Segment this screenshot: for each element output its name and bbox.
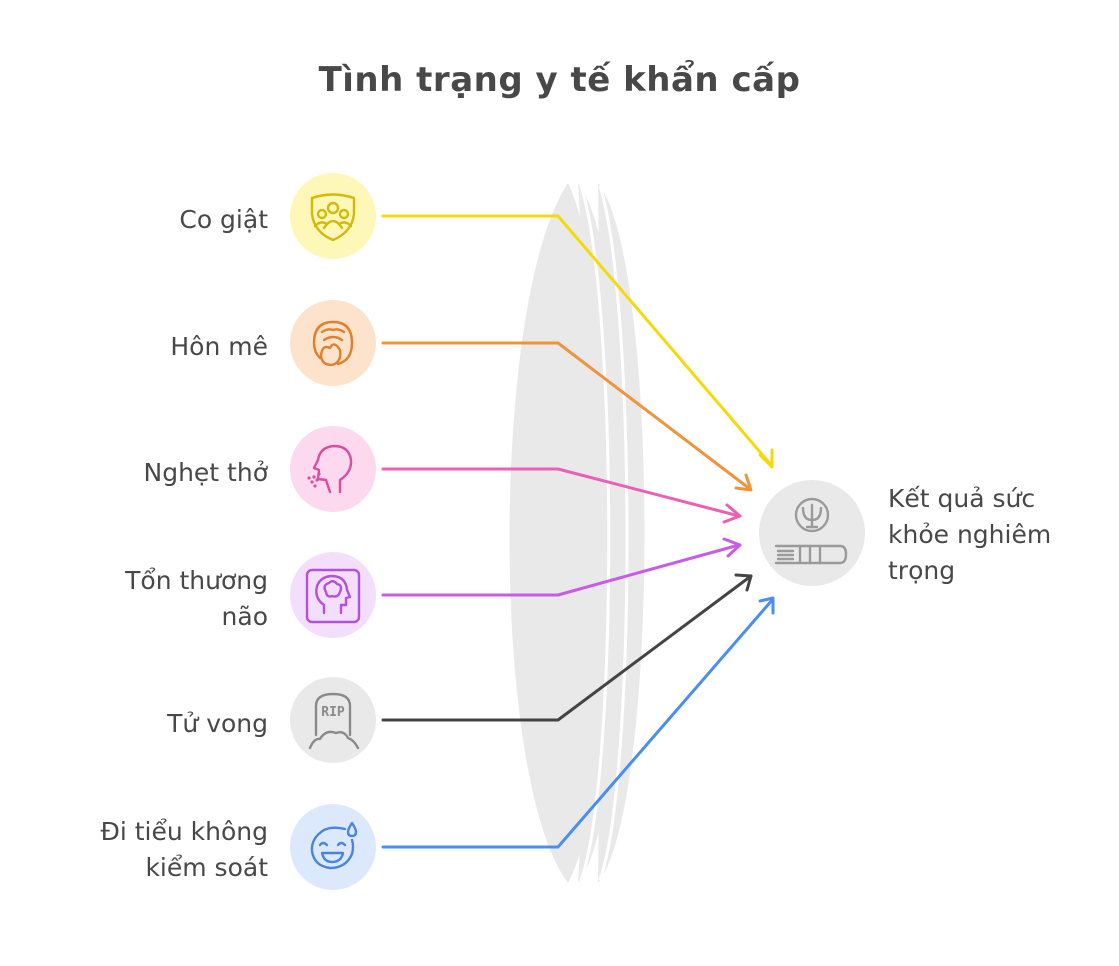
connector-ton-thuong-nao — [381, 543, 741, 597]
result-label-line2: khỏe nghiêm — [888, 520, 1052, 549]
icon-tu-vong: RIP — [290, 677, 376, 763]
connector-tu-vong — [381, 574, 753, 722]
svg-text:RIP: RIP — [321, 705, 345, 720]
connector-di-tieu — [381, 597, 775, 849]
icon-ton-thuong-nao — [290, 552, 376, 638]
label-ton-thuong-nao: Tổn thương não — [125, 563, 268, 635]
label-hon-me: Hôn mê — [170, 332, 268, 361]
label-di-tieu-line2: kiểm soát — [145, 853, 268, 882]
label-ton-thuong-nao-line1: Tổn thương — [125, 566, 268, 595]
diagram-title: Tình trạng y tế khẩn cấp — [318, 60, 801, 100]
result-label-line1: Kết quả sức — [888, 484, 1036, 513]
icon-nghet-tho — [290, 426, 376, 512]
connector-co-giat — [381, 214, 774, 468]
icon-hon-me — [290, 300, 376, 386]
label-di-tieu: Đi tiểu không kiểm soát — [100, 814, 268, 886]
lens-shape — [509, 183, 645, 883]
result-label-line3: trọng — [888, 556, 956, 585]
icon-di-tieu — [290, 804, 376, 890]
result-label: Kết quả sức khỏe nghiêm trọng — [888, 481, 1108, 589]
label-ton-thuong-nao-line2: não — [221, 602, 268, 631]
label-di-tieu-line1: Đi tiểu không — [100, 817, 268, 846]
label-nghet-tho: Nghẹt thở — [143, 458, 269, 487]
label-tu-vong: Tử vong — [167, 709, 268, 738]
connector-nghet-tho — [381, 467, 741, 518]
label-co-giat: Co giật — [179, 205, 268, 234]
connector-hon-me — [381, 341, 752, 491]
icon-result — [759, 480, 865, 586]
icon-co-giat — [290, 173, 376, 259]
